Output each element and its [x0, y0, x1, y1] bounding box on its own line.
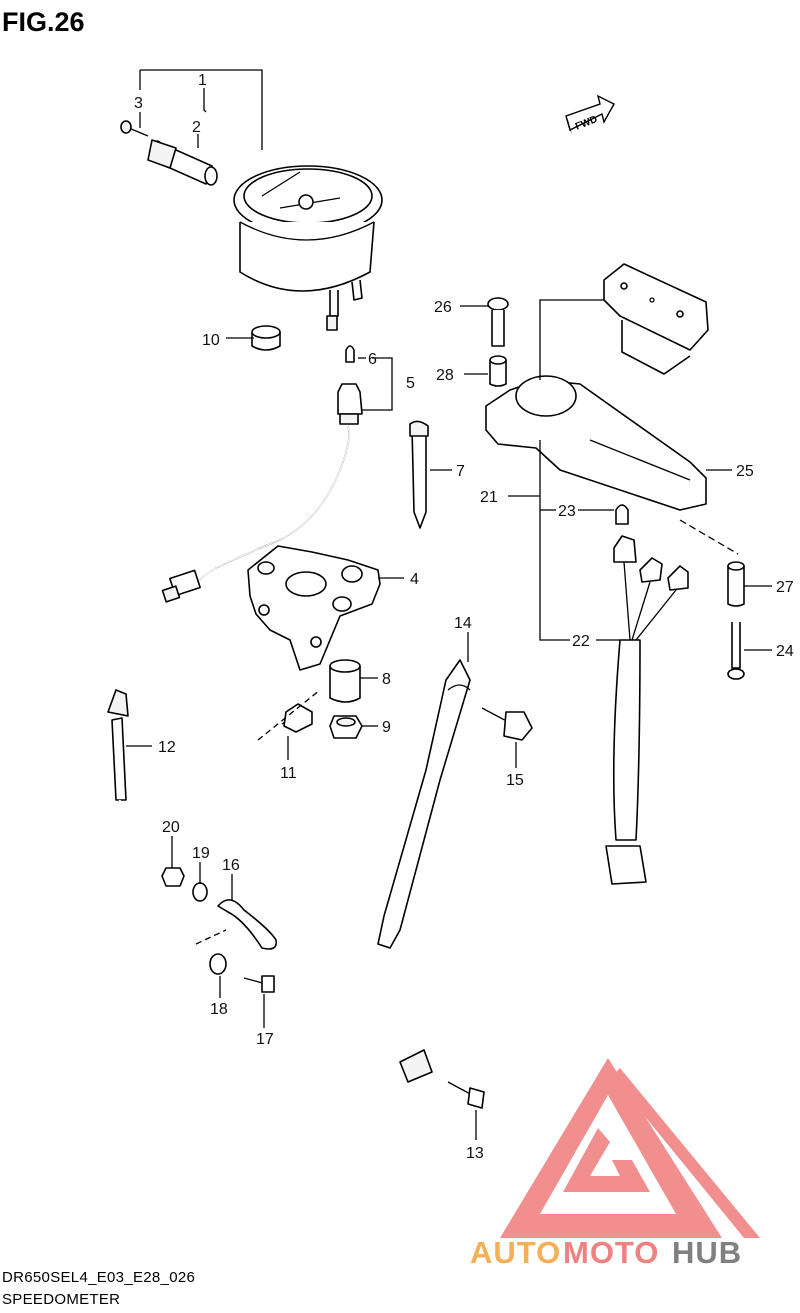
- callout-11: 11: [280, 765, 297, 782]
- leader-dashed-1: [257, 689, 321, 741]
- callout-10: 10: [202, 332, 220, 349]
- bulb-6: [345, 345, 355, 363]
- callout-25: 25: [736, 463, 754, 480]
- callout-9: 9: [382, 719, 391, 736]
- callout-23: 23: [558, 503, 576, 520]
- wire-harness-22: [605, 535, 689, 885]
- bulb-23: [615, 504, 629, 525]
- callout-3: 3: [134, 95, 143, 112]
- callout-7: 7: [456, 463, 465, 480]
- diagram-name: SPEEDOMETER: [2, 1291, 120, 1308]
- callout-labels: 1 2 3 4 5 6 7 8 9 10 11 12 13 14 15 16 1…: [134, 72, 794, 1162]
- logo-text-hub: HUB: [672, 1235, 742, 1270]
- socket-harness-5: [161, 383, 363, 603]
- indicator-housing-25: [485, 375, 707, 511]
- bracket-4: [247, 545, 381, 671]
- collar-8: [329, 659, 361, 703]
- screw-3: [120, 120, 149, 137]
- screw-13: [447, 1081, 485, 1109]
- bolt-15: [481, 707, 533, 741]
- logo-text-moto: MOTO: [563, 1235, 659, 1270]
- nut-9: [329, 715, 363, 739]
- callout-4: 4: [410, 571, 419, 588]
- callout-15: 15: [506, 772, 524, 789]
- bolt-11: [281, 703, 313, 733]
- logo-text-auto: AUTO: [470, 1235, 561, 1270]
- speedometer-assembly: [233, 165, 383, 331]
- callout-17: 17: [256, 1031, 274, 1048]
- callout-28: 28: [436, 367, 454, 384]
- figure-title: FIG.26: [2, 7, 85, 37]
- callout-1: 1: [198, 72, 207, 89]
- washer-18: [209, 953, 227, 975]
- screw-24: [727, 622, 745, 680]
- screw-17: [243, 975, 275, 993]
- fwd-arrow-icon: FWD: [565, 94, 615, 134]
- clamp-band-14: [377, 659, 471, 949]
- callout-24: 24: [776, 643, 794, 660]
- callout-21: 21: [480, 489, 498, 506]
- indicator-panel-21: [603, 263, 709, 375]
- nut-20: [161, 867, 185, 887]
- clamp-16: [217, 899, 278, 950]
- callout-22: 22: [572, 633, 590, 650]
- callout-18: 18: [210, 1001, 228, 1018]
- screw-26: [487, 297, 509, 347]
- collar-28: [489, 355, 507, 387]
- diagram-code: DR650SEL4_E03_E28_026: [2, 1269, 195, 1286]
- callout-16: 16: [222, 857, 240, 874]
- callout-19: 19: [192, 845, 210, 862]
- callout-12: 12: [158, 739, 176, 756]
- callout-13: 13: [466, 1145, 484, 1162]
- callout-27: 27: [776, 579, 794, 596]
- callout-14: 14: [454, 615, 472, 632]
- automotohub-logo: AUTO MOTO HUB: [470, 1058, 760, 1270]
- callout-6: 6: [368, 351, 377, 368]
- callout-26: 26: [434, 299, 452, 316]
- grommet-10: [251, 325, 281, 351]
- reset-knob: [147, 139, 218, 186]
- leader-dashed-3: [679, 519, 739, 555]
- callout-20: 20: [162, 819, 180, 836]
- tie-band-7: [409, 420, 429, 529]
- callout-8: 8: [382, 671, 391, 688]
- callout-5: 5: [406, 375, 415, 392]
- callout-2: 2: [192, 119, 201, 136]
- washer-19: [192, 882, 208, 902]
- leader-dashed-2: [195, 929, 227, 945]
- speedometer-cable-12: [106, 689, 433, 1159]
- leader-lines: [126, 69, 772, 1140]
- collar-27: [727, 561, 745, 607]
